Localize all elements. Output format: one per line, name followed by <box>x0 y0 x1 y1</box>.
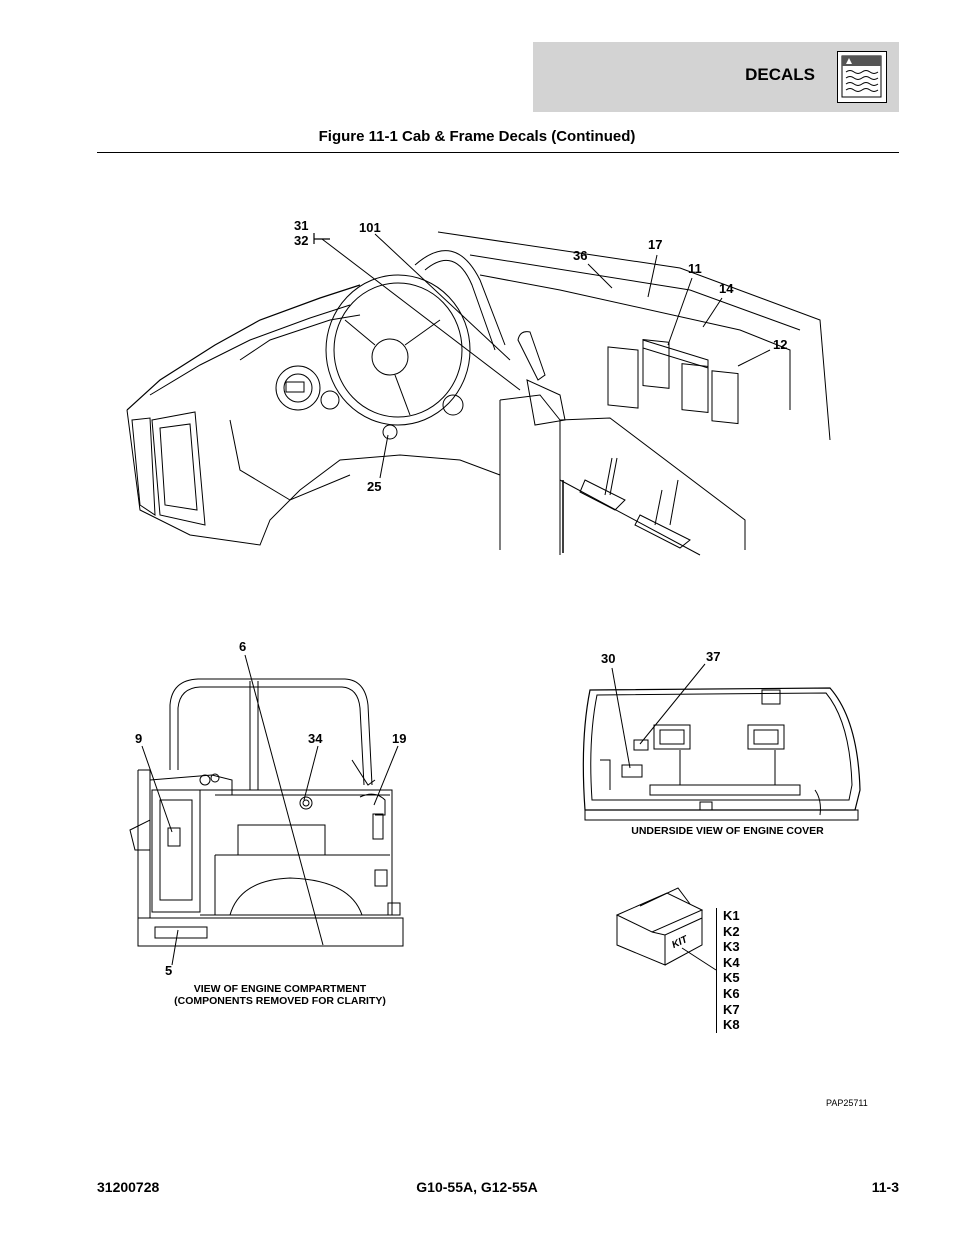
engine-cover-drawing <box>582 663 861 821</box>
kit-item-list: K1 K2 K3 K4 K5 K6 K7 K8 <box>716 908 740 1033</box>
section-title: DECALS <box>745 65 815 84</box>
callout-31: 31 <box>294 218 309 233</box>
callout-11: 11 <box>688 261 702 276</box>
kit-item: K7 <box>723 1001 740 1017</box>
callout-6: 6 <box>239 639 247 654</box>
callout-32: 32 <box>294 233 309 248</box>
callout-34: 34 <box>308 731 323 746</box>
callout-101: 101 <box>359 220 381 235</box>
figure-title: Figure 11-1 Cab & Frame Decals (Continue… <box>318 128 636 145</box>
callout-14: 14 <box>719 281 734 296</box>
footer-models: G10-55A, G12-55A <box>416 1179 538 1195</box>
callout-36: 36 <box>573 248 588 263</box>
cab-dashboard-drawing <box>126 231 831 556</box>
drawing-code: PAP25711 <box>826 1098 868 1108</box>
callout-12: 12 <box>773 337 788 352</box>
footer-page-number: 11-3 <box>871 1179 899 1195</box>
title-divider <box>97 152 899 153</box>
engine-compartment-caption-line1: VIEW OF ENGINE COMPARTMENT <box>193 983 367 995</box>
footer-doc-number: 31200728 <box>97 1179 160 1195</box>
kit-item: K1 <box>723 908 740 923</box>
engine-compartment-caption-line2: (COMPONENTS REMOVED FOR CLARITY) <box>174 995 386 1007</box>
kit-item: K6 <box>723 985 740 1001</box>
callout-9: 9 <box>135 731 143 746</box>
callout-17: 17 <box>648 237 663 252</box>
engine-compartment-drawing <box>129 654 404 966</box>
kit-item: K5 <box>723 970 740 986</box>
section-header-tab: DECALS <box>533 42 899 112</box>
callout-19: 19 <box>392 731 407 746</box>
kit-item: K2 <box>723 923 740 939</box>
callout-5: 5 <box>165 963 173 978</box>
callout-37: 37 <box>706 649 721 664</box>
kit-item: K4 <box>723 954 740 970</box>
callout-30: 30 <box>601 651 616 666</box>
engine-compartment-caption: VIEW OF ENGINE COMPARTMENT (COMPONENTS R… <box>150 983 410 1007</box>
kit-item: K3 <box>723 939 740 955</box>
kit-box-drawing <box>615 887 717 971</box>
decal-sheet-icon <box>837 51 887 103</box>
callout-25: 25 <box>367 479 382 494</box>
engine-cover-caption: UNDERSIDE VIEW OF ENGINE COVER <box>631 825 824 837</box>
kit-item: K8 <box>723 1017 740 1033</box>
